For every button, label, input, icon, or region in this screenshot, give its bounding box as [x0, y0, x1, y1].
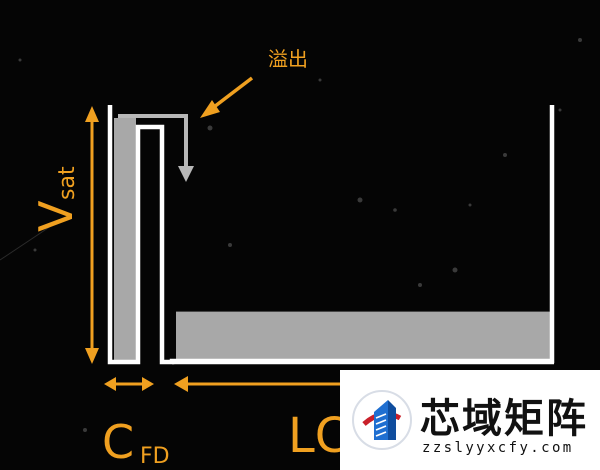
right-well-fill — [176, 311, 550, 360]
overflow-pointer-arrow — [200, 76, 254, 118]
left-well-fill — [114, 118, 136, 360]
watermark-url: zzslyyxcfy.com — [422, 440, 574, 456]
cfd-label-sub: FD — [140, 444, 170, 469]
vsat-label-sub: sat — [55, 166, 80, 200]
cfd-label-main: C — [102, 415, 134, 469]
vsat-arrow — [85, 106, 99, 364]
watermark-title: 芯域矩阵 — [420, 396, 588, 442]
overflow-label: 溢出 — [268, 47, 308, 71]
watermark-panel: 芯域矩阵 zzslyyxcfy.com — [340, 370, 600, 470]
lc-arrow — [174, 376, 345, 392]
background-sparkles — [18, 38, 582, 432]
cfd-arrow — [104, 377, 154, 391]
background-streak — [0, 219, 61, 261]
lc-label: LC — [288, 408, 348, 464]
building-logo-icon — [352, 390, 412, 450]
vsat-label: V sat — [29, 166, 83, 232]
overflow-arrow — [118, 114, 194, 182]
vsat-label-main: V — [29, 200, 83, 232]
